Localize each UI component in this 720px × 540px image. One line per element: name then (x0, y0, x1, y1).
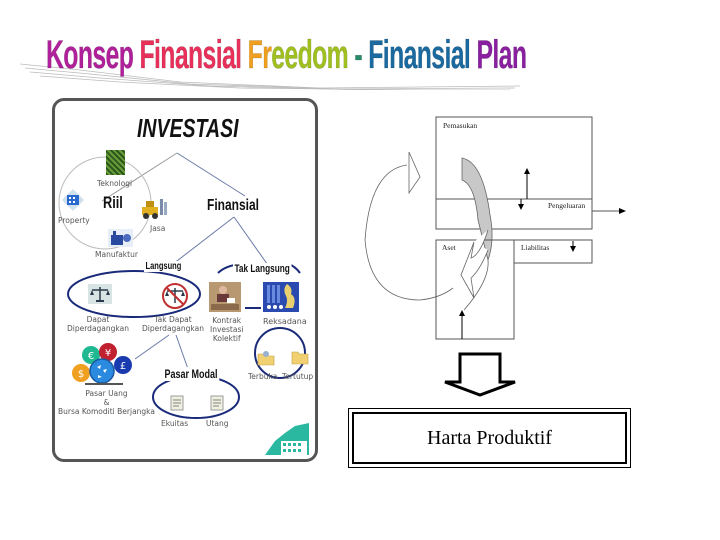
aset-box (435, 239, 515, 340)
harta-produktif-box: Harta Produktif (348, 408, 631, 468)
svg-text:¥: ¥ (105, 348, 111, 359)
loop-curve (364, 164, 454, 301)
no-trade-scale-icon (162, 283, 188, 309)
title-seg-3: eedom (271, 33, 355, 78)
grey-flow-shape (461, 157, 493, 262)
harta-produktif-label: Harta Produktif (427, 426, 552, 449)
outgoing-arrow-icon (619, 208, 626, 214)
kontrak-line-2: Investasi (210, 325, 244, 334)
title-text: Konsep Finansial Freedom - Finansial Pla… (46, 32, 527, 78)
investasi-title: INVESTASI (137, 113, 239, 143)
property-label: Property (58, 216, 90, 225)
up-arrow-icon (524, 168, 530, 174)
teknologi-label: Teknologi (97, 179, 133, 188)
pasar-uang-label: Pasar Uang & Bursa Komoditi Berjangka (58, 389, 155, 416)
tak-langsung-label: Tak Langsung (233, 263, 292, 275)
jasa-label: Jasa (150, 224, 166, 233)
tak-dapat-line-2: Diperdagangkan (142, 324, 204, 333)
tertutup-label: Tertutup (282, 372, 314, 381)
langsung-label: Langsung (144, 261, 183, 272)
title-seg-4: - (354, 33, 369, 78)
pasar-uang-line-2: & (103, 398, 110, 407)
jasa-icon (142, 199, 167, 219)
return-flow-arrow (460, 229, 489, 299)
manufaktur-label: Manufaktur (95, 250, 138, 259)
title-seg-2: Fr (247, 33, 272, 78)
tak-dapat-line-1: Tak Dapat (154, 315, 192, 324)
aset-label: Aset (442, 243, 456, 252)
title-seg-6: Plan (476, 33, 527, 78)
down-block-arrow-icon (444, 352, 516, 397)
reksadana-icon (263, 282, 299, 312)
harta-produktif-inner: Harta Produktif (352, 412, 627, 464)
dapat-line-1: Dapat (86, 315, 110, 324)
pasar-modal-label: Pasar Modal (163, 367, 220, 381)
dapat-line-2: Diperdagangkan (67, 324, 129, 333)
currency-icons: € ¥ £ $ (72, 343, 132, 385)
riil-label: Riil (103, 193, 123, 212)
svg-text:€: € (88, 351, 94, 362)
title-seg-0: Konsep (46, 33, 140, 78)
building-logo-icon (265, 423, 309, 455)
aset-up-arrow-icon (459, 310, 465, 316)
title-seg-1: Finansial (139, 33, 248, 78)
reksadana-label: Reksadana (263, 317, 307, 326)
folder-open-icon (257, 351, 275, 366)
terbuka-label: Terbuka (248, 372, 278, 381)
liabilitas-label: Liabilitas (521, 243, 550, 252)
svg-text:$: $ (78, 369, 84, 380)
property-icon (62, 189, 84, 211)
loop-arrow-head (408, 151, 421, 195)
kontrak-line-3: Kolektif (212, 334, 241, 343)
tak-dapat-diperdagangkan-label: Tak Dapat Diperdagangkan (142, 315, 204, 333)
page-title: Konsep Finansial Freedom - Finansial Pla… (20, 30, 530, 90)
down-arrow-icon (518, 204, 524, 210)
manufaktur-icon (108, 229, 133, 247)
ekuitas-label: Ekuitas (161, 419, 189, 428)
title-seg-5: Finansial (368, 33, 477, 78)
title-shadow-decoration (20, 63, 520, 90)
cashflow-diagram (364, 116, 626, 340)
utang-label: Utang (206, 419, 229, 428)
pengeluaran-label: Pengeluaran (548, 201, 586, 210)
kontrak-investasi-kolektif-label: Kontrak Investasi Kolektif (210, 316, 243, 343)
pasar-uang-line-1: Pasar Uang (85, 389, 128, 398)
kontrak-line-1: Kontrak (212, 316, 242, 325)
utang-document-icon (210, 395, 224, 411)
dapat-diperdagangkan-label: Dapat Diperdagangkan (67, 315, 129, 333)
folder-closed-icon (291, 351, 309, 365)
pasar-uang-line-3: Bursa Komoditi Berjangka (58, 407, 155, 416)
scale-icon (88, 284, 112, 304)
liabilitas-down-arrow-icon (570, 246, 576, 252)
teknologi-icon (106, 150, 125, 175)
ekuitas-document-icon (170, 395, 184, 411)
finansial-label: Finansial (207, 197, 260, 214)
pemasukan-label: Pemasukan (443, 121, 478, 130)
pemasukan-pengeluaran-box (435, 116, 593, 230)
meeting-photo-icon (209, 282, 241, 312)
svg-text:£: £ (120, 361, 126, 372)
investasi-panel: INVESTASI Teknologi Property Riil Jasa M… (52, 98, 318, 462)
liabilitas-box (513, 239, 593, 264)
